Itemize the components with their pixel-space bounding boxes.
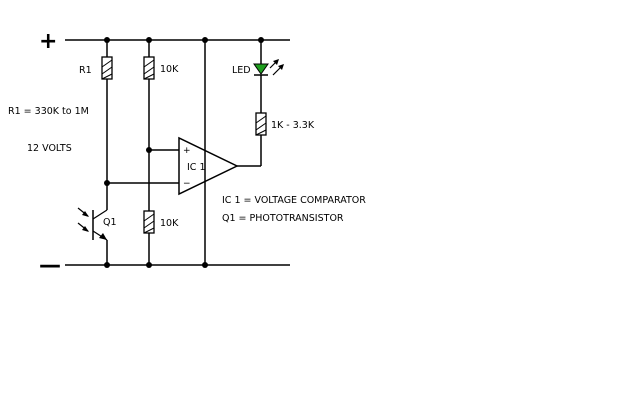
- r-led-label: 1K - 3.3K: [271, 120, 315, 131]
- resistor-10k-bottom: [143, 210, 155, 234]
- phototransistor-q1: [77, 207, 108, 265]
- inverting-pin-label: −: [183, 179, 191, 189]
- resistor-led: [255, 112, 267, 136]
- resistor-r1: [101, 56, 113, 80]
- junction-dot: [104, 262, 110, 268]
- led: [253, 59, 284, 76]
- junction-dot: [104, 37, 110, 43]
- ic1-label: IC 1: [187, 162, 206, 173]
- ic-description: IC 1 = VOLTAGE COMPARATOR: [222, 195, 366, 206]
- negative-symbol: —: [39, 253, 61, 278]
- positive-symbol: +: [39, 29, 57, 54]
- junction-dot: [202, 37, 208, 43]
- q1-label: Q1: [103, 217, 117, 228]
- r1-range-note: R1 = 330K to 1M: [8, 106, 89, 117]
- r1-label: R1: [79, 65, 92, 76]
- junction-dot: [202, 262, 208, 268]
- resistor-10k-top: [143, 56, 155, 80]
- r-bottom-label: 10K: [160, 218, 179, 229]
- r-top-label: 10K: [160, 64, 179, 75]
- q-description: Q1 = PHOTOTRANSISTOR: [222, 213, 344, 224]
- junction-dot: [146, 147, 152, 153]
- junction-dot: [258, 37, 264, 43]
- junction-dot: [146, 262, 152, 268]
- supply-note: 12 VOLTS: [27, 143, 72, 154]
- comparator-ic1: [178, 136, 239, 196]
- led-label: LED: [232, 65, 251, 76]
- noninverting-pin-label: +: [183, 146, 191, 156]
- junction-dot: [104, 180, 110, 186]
- junction-dot: [146, 37, 152, 43]
